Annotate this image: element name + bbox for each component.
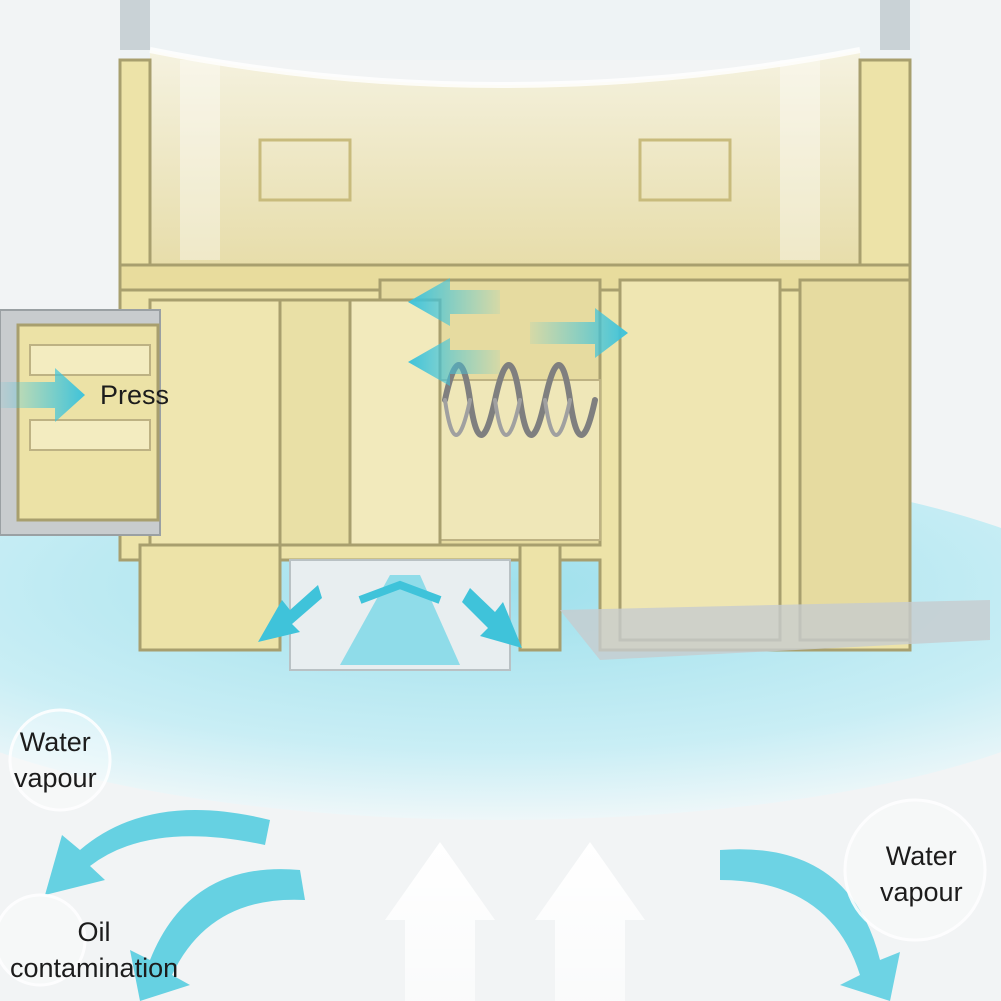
spring <box>442 362 598 438</box>
water-vapour-left-line2: vapour <box>14 763 97 793</box>
nozzle-arrow-left <box>258 585 322 642</box>
updraft-arrows <box>385 842 645 1001</box>
right-chamber <box>618 278 912 642</box>
water-vapour-label-right: Water vapour <box>880 838 963 910</box>
bubble <box>0 893 87 987</box>
oil-contamination-line2: contamination <box>10 953 179 983</box>
press-button[interactable] <box>0 309 161 536</box>
lower-chambers <box>138 543 562 652</box>
water-vapour-right-line1: Water <box>885 841 957 871</box>
plunger <box>148 298 442 547</box>
spray-nozzle <box>289 559 511 671</box>
curved-arrow-left-lower <box>130 869 305 1001</box>
press-label: Press <box>100 380 170 410</box>
outflow-arrows <box>45 810 900 1001</box>
water-vapour-left-line1: Water <box>19 727 91 757</box>
up-arrow-left <box>385 842 495 1001</box>
flow-arrow-right <box>530 308 628 358</box>
up-arrow-right <box>535 842 645 1001</box>
press-arrow <box>0 368 85 422</box>
water-vapour-label-left: Water vapour <box>14 724 97 796</box>
base-rim <box>560 600 990 660</box>
curved-arrow-left-upper <box>45 810 270 895</box>
flow-arrow-left-bottom <box>408 338 500 386</box>
bubble <box>843 798 987 942</box>
vapour-bubbles <box>0 708 987 987</box>
curved-arrow-right <box>720 849 900 1001</box>
bubble <box>8 708 112 812</box>
water-vapour-right-line2: vapour <box>880 877 963 907</box>
flow-arrow-left-top <box>408 278 500 326</box>
oil-contamination-label: Oil contamination <box>10 914 178 986</box>
nozzle-arrow-right <box>462 588 522 648</box>
flow-arrows <box>0 278 628 648</box>
oil-contamination-line1: Oil <box>77 917 111 947</box>
glass-reservoir <box>120 0 920 265</box>
